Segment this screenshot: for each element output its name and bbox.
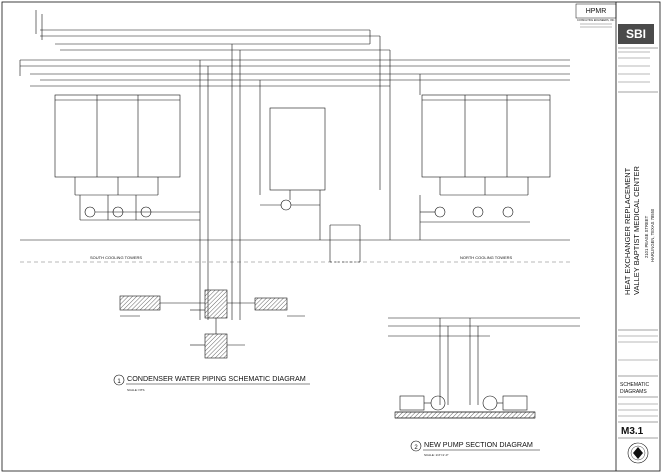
diagram2-title: 2 NEW PUMP SECTION DIAGRAM SCALE: 1/4"=1… (410, 440, 540, 457)
pump-section-diagram (388, 317, 580, 419)
svg-text:SCALE: 1/4"=1'-0": SCALE: 1/4"=1'-0" (424, 453, 448, 457)
condenser-piping-schematic (19, 10, 570, 320)
svg-text:2: 2 (414, 445, 418, 451)
title-block: HPMR CONSULTING ENGINEERS, INC. SBI HEAT… (575, 2, 658, 471)
project-title-line2: VALLEY BAPTIST MEDICAL CENTER (632, 165, 641, 295)
sheet-title-line1: SCHEMATIC (620, 382, 649, 388)
south-cooling-tower (54, 94, 181, 178)
project-address-line1: 2101 PEASE STREET (644, 215, 649, 258)
project-title-line1: HEAT EXCHANGER REPLACEMENT (623, 167, 632, 295)
svg-text:CONDENSER WATER PIPING SCHEMAT: CONDENSER WATER PIPING SCHEMATIC DIAGRAM (127, 374, 306, 383)
sbi-logo (618, 24, 654, 44)
svg-text:SCALE: NTS: SCALE: NTS (127, 388, 145, 392)
sbi-logo-text: SBI (626, 27, 646, 41)
north-towers-label: NORTH COOLING TOWERS (460, 255, 513, 260)
south-towers-label: SOUTH COOLING TOWERS (90, 255, 142, 260)
firm-subtitle: CONSULTING ENGINEERS, INC. (577, 19, 615, 22)
firm-name: HPMR (586, 8, 607, 15)
engineer-seal (627, 442, 649, 464)
north-cooling-tower (421, 94, 551, 178)
svg-text:1: 1 (117, 379, 121, 385)
project-address-line2: HARLINGEN, TEXAS 78550 (650, 208, 655, 262)
sheet-number: M3.1 (621, 426, 644, 437)
sheet-title-line2: DIAGRAMS (620, 389, 647, 395)
svg-text:NEW PUMP SECTION DIAGRAM: NEW PUMP SECTION DIAGRAM (424, 440, 533, 449)
heat-exchanger-detail (119, 289, 305, 359)
middle-cooling-tower (269, 107, 326, 191)
diagram1-title: 1 CONDENSER WATER PIPING SCHEMATIC DIAGR… (113, 374, 310, 392)
